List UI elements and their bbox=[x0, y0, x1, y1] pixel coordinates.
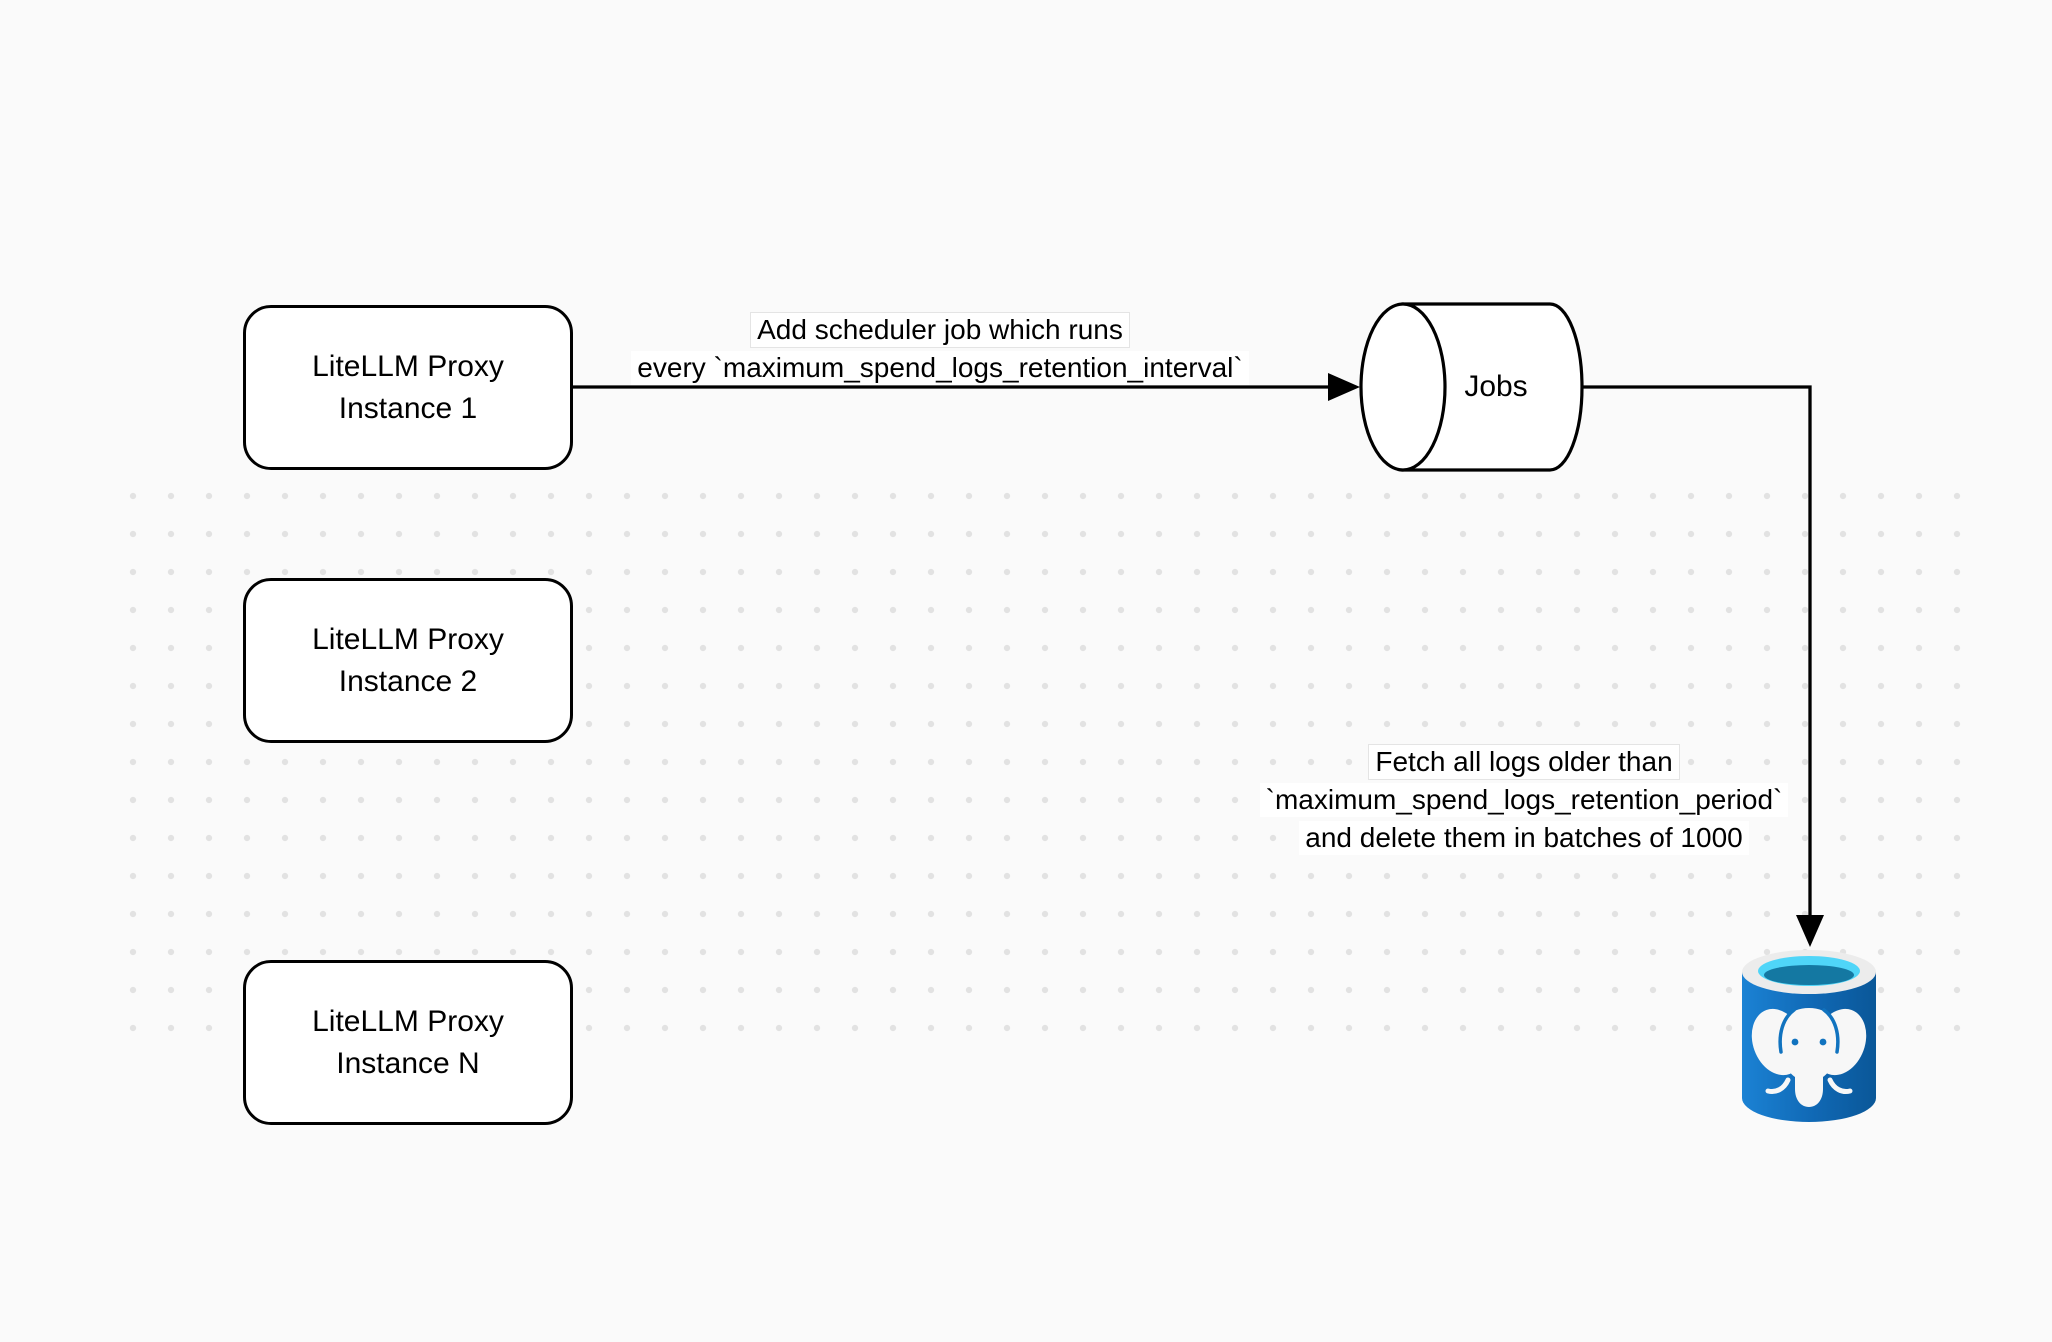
jobs-cylinder[interactable] bbox=[1359, 302, 1584, 472]
fetch-edge-label: Fetch all logs older than `maximum_spend… bbox=[1124, 743, 1924, 857]
node-label-line1: LiteLLM Proxy bbox=[312, 622, 504, 656]
node-label-line2: Instance 2 bbox=[338, 664, 478, 698]
jobs-node-label: Jobs bbox=[1421, 366, 1571, 408]
db-inner-liquid bbox=[1764, 965, 1854, 985]
node-label-line1: LiteLLM Proxy bbox=[312, 349, 504, 383]
fetch-label-line3: and delete them in batches of 1000 bbox=[1299, 821, 1749, 855]
node-label-line2: Instance N bbox=[336, 1046, 480, 1080]
scheduler-edge-label: Add scheduler job which runs every `maxi… bbox=[540, 311, 1340, 387]
node-litellm-proxy-instance-n[interactable]: LiteLLM Proxy Instance N bbox=[243, 960, 573, 1125]
fetch-arrow[interactable] bbox=[1582, 385, 1824, 947]
node-litellm-proxy-instance-1[interactable]: LiteLLM Proxy Instance 1 bbox=[243, 305, 573, 470]
node-label-line2: Instance 1 bbox=[338, 391, 478, 425]
jobs-label-text: Jobs bbox=[1464, 370, 1528, 403]
postgres-elephant bbox=[1751, 1008, 1867, 1107]
fetch-label-line1: Fetch all logs older than bbox=[1368, 744, 1680, 780]
node-litellm-proxy-instance-2[interactable]: LiteLLM Proxy Instance 2 bbox=[243, 578, 573, 743]
postgresql-icon[interactable] bbox=[1742, 950, 1876, 1122]
scheduler-label-line2: every `maximum_spend_logs_retention_inte… bbox=[631, 351, 1249, 385]
scheduler-arrow[interactable] bbox=[570, 373, 1360, 401]
node-label-line1: LiteLLM Proxy bbox=[312, 1004, 504, 1038]
fetch-label-line2: `maximum_spend_logs_retention_period` bbox=[1259, 783, 1789, 817]
scheduler-label-line1: Add scheduler job which runs bbox=[750, 312, 1130, 348]
